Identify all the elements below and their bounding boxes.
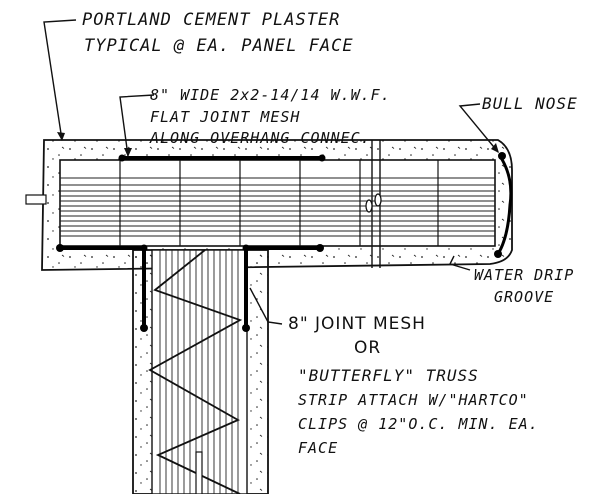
arrowheads bbox=[57, 132, 499, 157]
truss-label-line1: "BUTTERFLY" TRUSS bbox=[298, 366, 479, 385]
or-label: OR bbox=[354, 338, 382, 358]
drip-label-line1: WATER DRIP bbox=[474, 266, 575, 284]
mesh-label-line1: 8" WIDE 2x2-14/14 W.W.F. bbox=[150, 86, 391, 104]
bull-nose-label: BULL NOSE bbox=[482, 94, 578, 113]
overhang-panel bbox=[25, 139, 513, 271]
joint-clip bbox=[374, 193, 382, 207]
joint-mesh-label: 8" JOINT MESH bbox=[288, 314, 426, 334]
mesh-label-line3: ALONG OVERHANG CONNEC. bbox=[150, 129, 371, 147]
core-hatch-lines bbox=[60, 177, 495, 237]
joint-clip bbox=[365, 199, 373, 213]
bull-nose-edge bbox=[496, 155, 513, 255]
plaster-label-line2: TYPICAL @ EA. PANEL FACE bbox=[84, 36, 354, 56]
core-vertical-lines bbox=[119, 160, 439, 246]
truss-label-line3: CLIPS @ 12"O.C. MIN. EA. bbox=[298, 415, 539, 433]
truss-label-line2: STRIP ATTACH W/"HARTCO" bbox=[298, 391, 529, 409]
wall-core-lines bbox=[159, 250, 239, 494]
truss-zigzag bbox=[148, 249, 243, 494]
truss-label-line4: FACE bbox=[298, 439, 339, 457]
mesh-dots bbox=[56, 152, 506, 332]
plaster-label-line1: PORTLAND CEMENT PLASTER bbox=[82, 10, 341, 30]
drip-label-line2: GROOVE bbox=[494, 288, 555, 306]
leader-lines bbox=[43, 19, 499, 325]
center-bar bbox=[195, 451, 203, 494]
mesh-label-line2: FLAT JOINT MESH bbox=[150, 108, 301, 126]
